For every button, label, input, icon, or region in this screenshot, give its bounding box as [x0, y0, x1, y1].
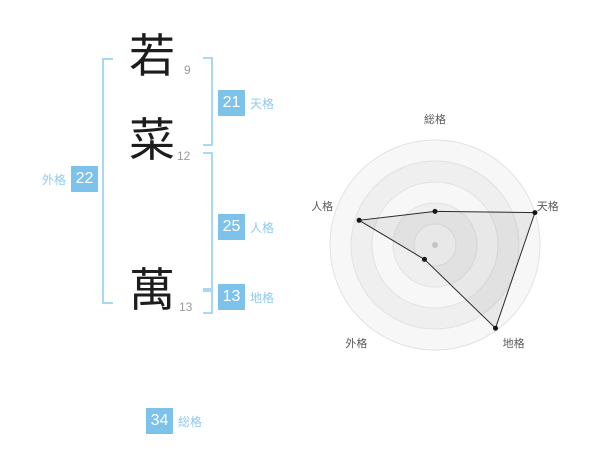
gaikaku-group: 外格 22 [42, 166, 99, 192]
name-character-2: 菜 [129, 115, 175, 166]
radar-center-dot [432, 242, 438, 248]
name-character-3: 萬 [129, 265, 175, 316]
soukaku-label: 総格 [178, 414, 203, 429]
chikaku-label: 地格 [250, 290, 275, 305]
radar-data-point [422, 256, 427, 262]
radar-data-point [356, 217, 362, 223]
stroke-count-1: 9 [184, 63, 191, 77]
radar-data-polygon [357, 210, 536, 330]
stroke-count-2: 12 [177, 149, 191, 163]
tenkaku-group: 21 天格 [218, 90, 274, 116]
radar-data-point [432, 208, 438, 214]
radar-axis-label: 外格 [345, 336, 367, 350]
tenkaku-label: 天格 [250, 96, 275, 111]
soukaku-value: 34 [146, 408, 173, 434]
tenkaku-value: 21 [218, 90, 245, 116]
jinkaku-bracket [203, 152, 213, 290]
gaikaku-bracket [102, 58, 113, 304]
radar-axis-label: 人格 [311, 199, 333, 213]
radar-axis-label: 総格 [424, 112, 446, 126]
gaikaku-value: 22 [71, 166, 99, 192]
chikaku-group: 13 地格 [218, 284, 274, 310]
jinkaku-label: 人格 [250, 220, 275, 235]
chikaku-value: 13 [218, 284, 245, 310]
radar-axis-label: 天格 [537, 199, 559, 213]
radar-data-point [532, 210, 538, 216]
soukaku-group: 34 総格 [146, 408, 202, 434]
stroke-count-3: 13 [179, 300, 193, 314]
name-character-1: 若 [129, 31, 175, 82]
jinkaku-group: 25 人格 [218, 214, 274, 240]
radar-axis-label: 地格 [503, 336, 525, 350]
chikaku-bracket [203, 290, 213, 314]
tenkaku-bracket [203, 57, 213, 146]
radar-data-point [493, 325, 498, 331]
gaikaku-label: 外格 [42, 172, 67, 187]
jinkaku-value: 25 [218, 214, 245, 240]
